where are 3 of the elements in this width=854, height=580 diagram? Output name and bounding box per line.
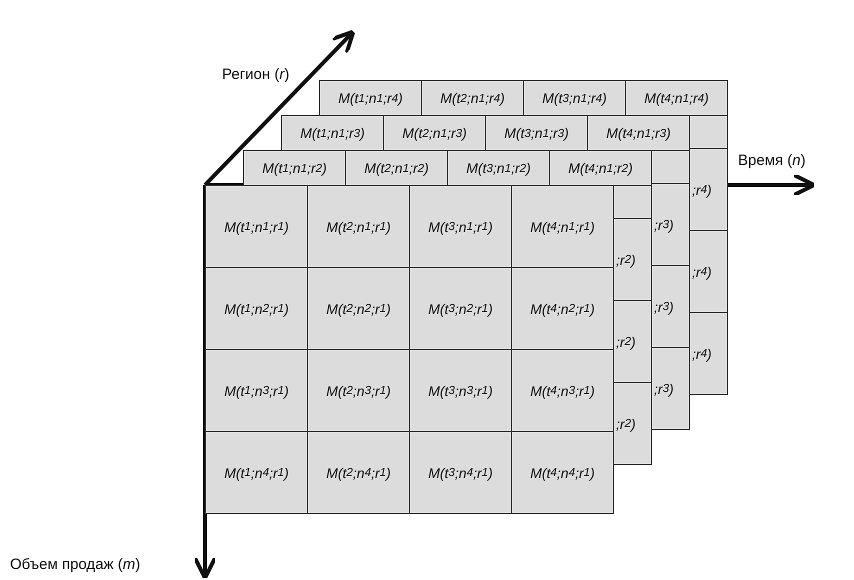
axis-label: Объем продаж (m) (10, 556, 140, 573)
axis-label: Время (n) (738, 152, 806, 169)
axis-label: Регион (r) (222, 66, 290, 83)
